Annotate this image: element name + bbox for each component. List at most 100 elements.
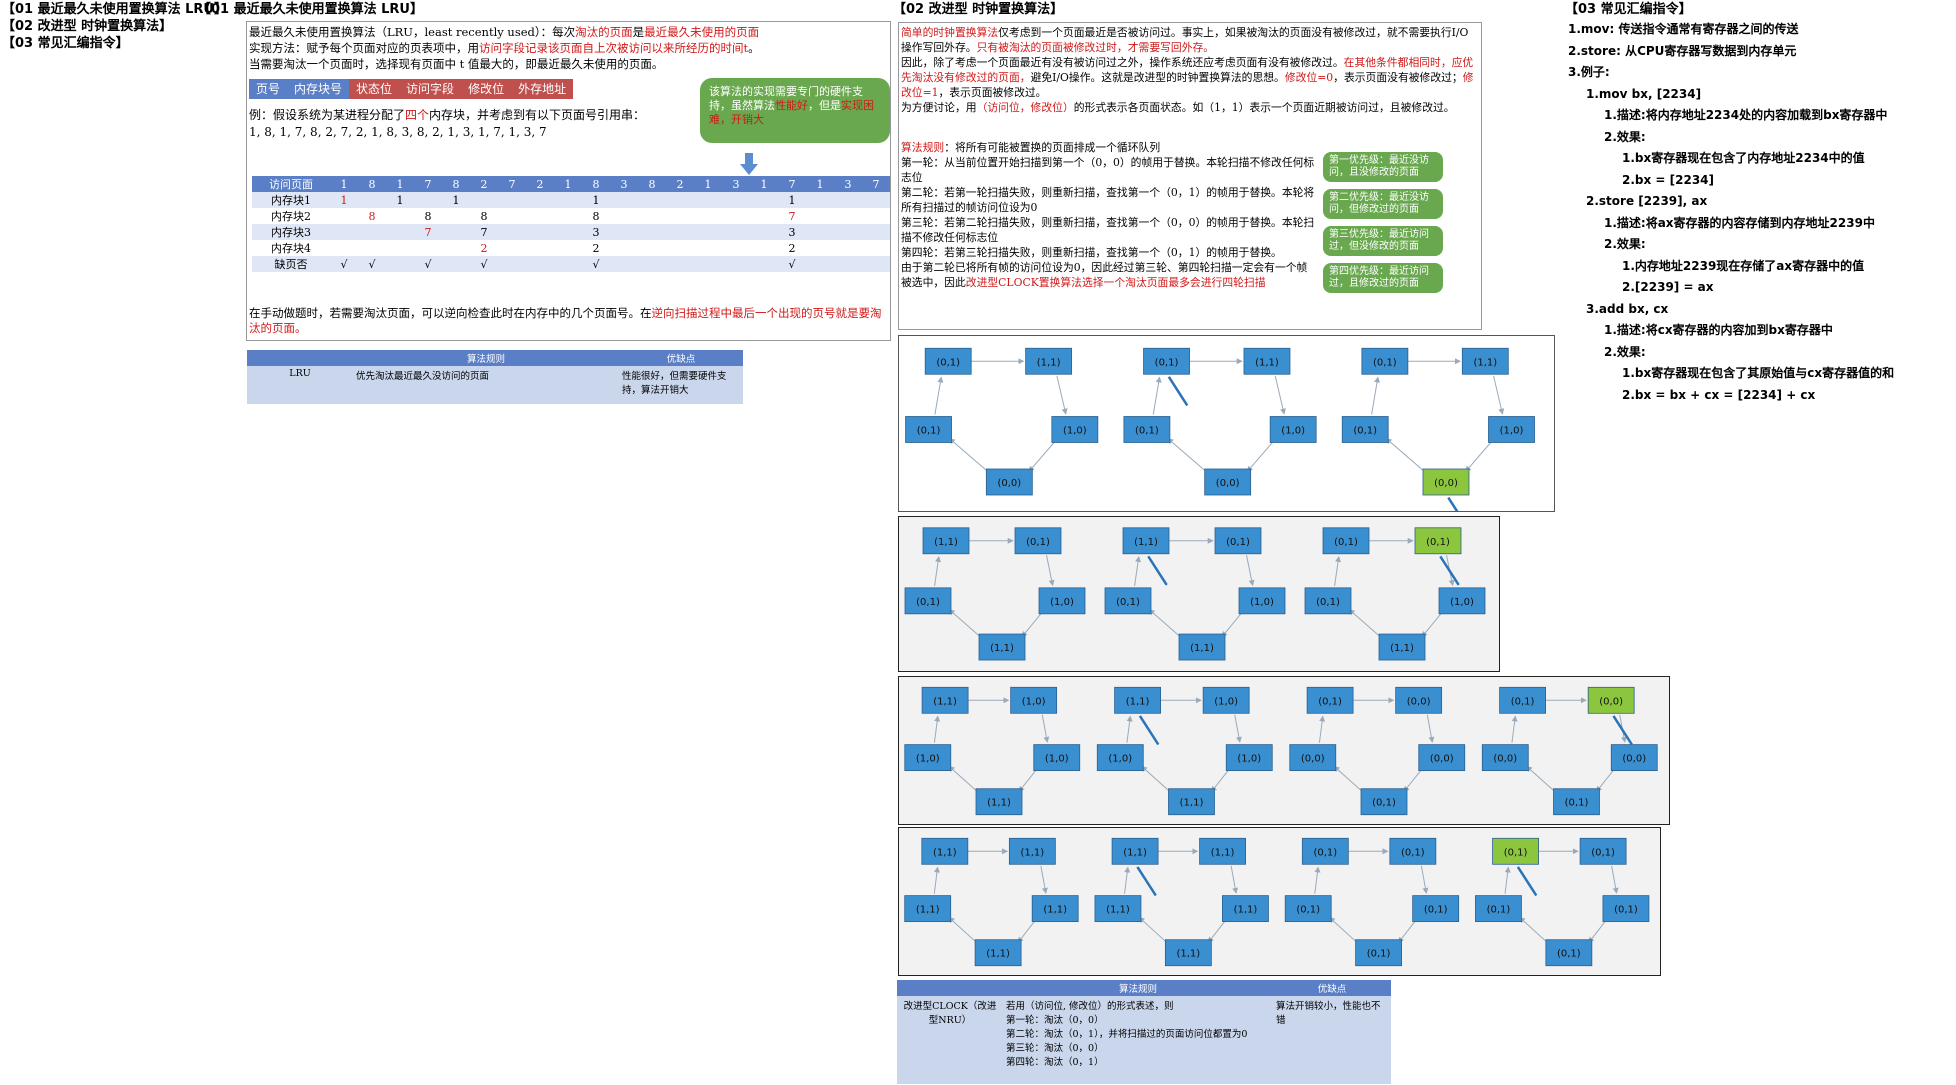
table-cell	[862, 224, 890, 240]
clock-frame-label: (0,0)	[1493, 754, 1517, 765]
table-cell	[694, 256, 722, 272]
table-cell: 3	[778, 224, 806, 240]
rule-r5a: 由于第二轮已将所有帧的访问位设为0，因此经过第三轮、第四轮扫描一定会有一个帧被选…	[901, 261, 1308, 289]
intro-g: 修改位=0	[1284, 71, 1334, 84]
table-cell: 8	[358, 208, 386, 224]
clock-rules: 算法规则：将所有可能被置换的页面排成一个循环队列 第一轮：从当前位置开始扫描到第…	[901, 140, 1316, 290]
intro-d: 因此，除了考虑一个页面最近有没有被访问过之外，操作系统还应考虑页面有没有被修改过…	[901, 56, 1344, 69]
clock-frame-label: (1,1)	[933, 847, 957, 858]
lru-summary: 算法规则 优缺点 LRU 优先淘汰最近最久没访问的页面 性能很好，但需要硬件支持…	[247, 350, 743, 404]
sidebar-item-asm[interactable]: 【03 常见汇编指令】	[2, 36, 129, 51]
table-cell	[638, 256, 666, 272]
clock-edge	[1167, 438, 1209, 474]
sidebar-item-lru[interactable]: 【01 最近最久未使用置换算法 LRU】	[2, 2, 227, 17]
field-page-no: 页号	[249, 79, 288, 99]
clock-edge	[1028, 438, 1058, 473]
table-cell	[498, 192, 526, 208]
table-cell	[442, 256, 470, 272]
clock-frame-label: (1,0)	[1045, 754, 1069, 765]
clock-frame	[1010, 686, 1058, 714]
clock-frame	[1269, 416, 1317, 443]
clock-edge	[1403, 766, 1424, 793]
clock-frame-label: (1,1)	[1020, 847, 1044, 858]
clock-frame	[975, 788, 1023, 816]
bubble-text-b: 性能好	[775, 99, 808, 112]
table-cell: 7	[778, 208, 806, 224]
clock-edge	[1426, 714, 1435, 743]
table-cell	[750, 224, 778, 240]
lru-hardware-bubble: 该算法的实现需要专门的硬件支持，虽然算法性能好，但是实现困难，开销大	[700, 78, 890, 143]
table-cell	[694, 240, 722, 256]
clock-frame-selected	[1414, 527, 1462, 555]
clock-frame	[1306, 686, 1354, 714]
clock-frame-label: (1,1)	[1126, 696, 1150, 707]
asm-line: 2.bx = [2234]	[1622, 172, 1715, 187]
scan-pointer-arrow	[1439, 555, 1460, 586]
clock-frame	[1123, 416, 1171, 443]
clock-intro: 简单的时钟置换算法仅考虑到一个页面最近是否被访问过。事实上，如果被淘汰的页面没有…	[901, 25, 1479, 115]
asm-line: 1.mov: 传送指令通常有寄存器之间的传送	[1568, 22, 1799, 36]
table-cell: 8	[638, 176, 666, 192]
intro-k: 为方便讨论，用	[901, 101, 977, 114]
clock-frame-label: (1,1)	[986, 949, 1010, 960]
asm-line: 2.bx = bx + cx = [2234] + cx	[1622, 387, 1816, 402]
table-cell	[386, 256, 414, 272]
clock-frame-label: (0,0)	[1216, 478, 1240, 489]
example-b: 四个	[405, 108, 430, 122]
clock-frame-label: (0,0)	[1434, 478, 1458, 489]
clock-frame	[922, 527, 970, 555]
clock-frame	[1178, 633, 1226, 661]
clock-frame-label: (0,0)	[1622, 754, 1646, 765]
clock-frame	[1114, 686, 1162, 714]
table-cell	[834, 224, 862, 240]
clock-edge	[1421, 610, 1445, 638]
clock-edge	[1328, 916, 1360, 945]
intro-e: 在其他条件都相同时，应优先淘汰没有修改过的页面，	[901, 56, 1474, 84]
clock-frame	[1602, 895, 1650, 923]
table-cell	[498, 240, 526, 256]
asm-line: 1.mov bx, [2234]	[1586, 86, 1702, 101]
clock-frame-label: (1,1)	[1180, 798, 1204, 809]
clock-diagram-2: (1,1)(0,1)(1,0)(1,1)(0,1)(1,1)(0,1)(1,0)…	[898, 516, 1500, 672]
scan-pointer-arrow	[1136, 866, 1157, 897]
clock-frame-label: (0,0)	[1407, 696, 1431, 707]
clock-frame-label: (0,1)	[1487, 905, 1511, 916]
table-cell	[666, 240, 694, 256]
clock-frame-label: (1,1)	[1234, 905, 1258, 916]
clock-frame	[1111, 837, 1159, 865]
table-cell: 8	[582, 176, 610, 192]
scan-pointer-arrow	[1167, 376, 1189, 407]
table-cell	[666, 208, 694, 224]
table-cell	[862, 208, 890, 224]
clock-frame-label: (1,0)	[1022, 696, 1046, 707]
table-cell: √	[470, 256, 498, 272]
clock-edge	[1138, 916, 1170, 945]
clock-frame-label: (1,1)	[1390, 643, 1414, 654]
clock-edge	[1152, 376, 1162, 415]
scan-pointer-arrow	[1138, 715, 1160, 746]
rule-round2: 第二轮：若第一轮扫描失败，则重新扫描，查找第一个（0，1）的帧用于替换。本轮将所…	[901, 186, 1315, 214]
sidebar-item-clock[interactable]: 【02 改进型 时钟置换算法】	[2, 19, 173, 34]
table-cell	[610, 240, 638, 256]
table-cell	[554, 208, 582, 224]
scan-pointer-arrow	[1147, 555, 1168, 586]
asm-line: 2.[2239] = ax	[1622, 280, 1714, 294]
bubble-text-c: ，但是	[808, 99, 841, 112]
table-cell: 2	[778, 240, 806, 256]
clock-frame-label: (0,1)	[916, 597, 940, 608]
clock-summary: 算法规则 优缺点 改进型CLOCK（改进型NRU） 若用（访问位, 修改位）的形…	[897, 980, 1391, 1084]
clock-frame	[1361, 347, 1409, 375]
table-cell: 1	[778, 192, 806, 208]
clock-frame-label: (1,0)	[1108, 754, 1132, 765]
clock-frame	[1461, 347, 1509, 375]
clock-edge	[1246, 555, 1255, 587]
table-cell	[386, 224, 414, 240]
clock-frame-label: (1,1)	[1037, 357, 1061, 368]
clock-frame	[1014, 527, 1062, 555]
clock-frame-label: (0,0)	[1430, 754, 1454, 765]
table-cell	[358, 224, 386, 240]
field-block-no: 内存块号	[287, 79, 350, 99]
table-cell: 2	[526, 176, 554, 192]
